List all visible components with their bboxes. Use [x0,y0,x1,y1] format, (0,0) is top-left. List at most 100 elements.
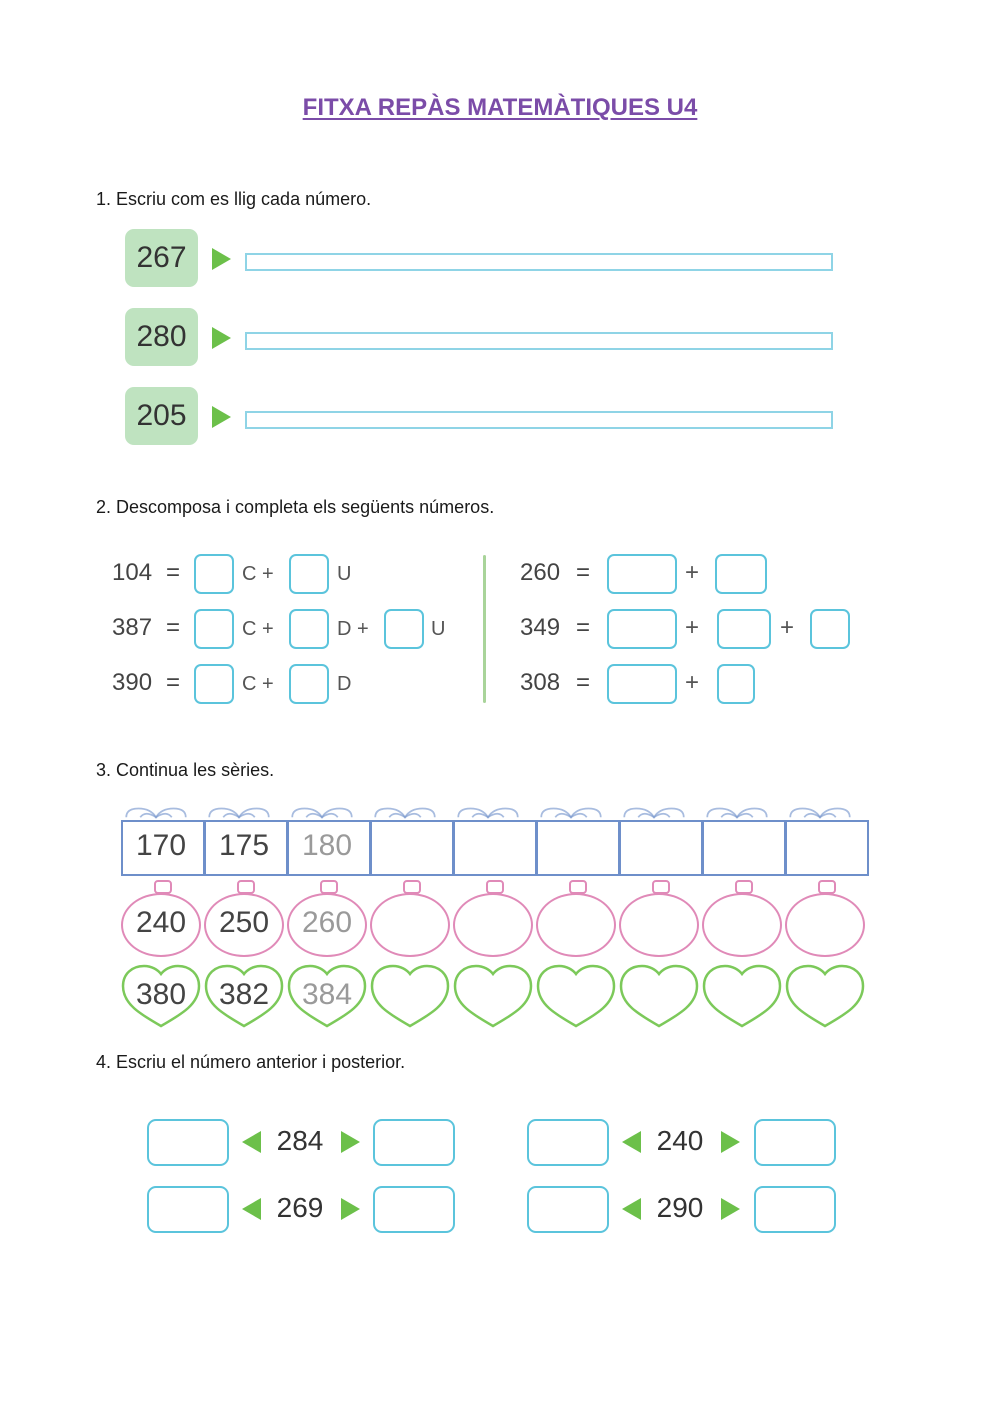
previous-number-box[interactable] [527,1119,609,1166]
exercise-2-instruction: 2. Descomposa i completa els següents nú… [96,497,495,517]
ornament-cap-icon [486,880,504,894]
decompose-number: 390 [112,669,153,696]
ornament[interactable] [453,893,533,957]
next-number-box[interactable] [754,1119,836,1166]
gift-box[interactable] [453,820,537,876]
gift-bow-icon [374,807,436,819]
gift-box[interactable] [785,820,869,876]
heart[interactable] [701,962,783,1030]
reference-number: 240 [656,1125,704,1156]
unit-label: U [337,563,352,585]
reference-number: 269 [276,1192,324,1223]
decompose-number: 308 [520,669,561,696]
gift-box [287,820,371,876]
answer-box[interactable] [194,664,234,704]
arrow-left-icon [622,1131,641,1153]
gift-bow-icon [125,807,187,819]
plus-sign: + [780,614,795,641]
decompose-number: 349 [520,614,561,641]
ornament[interactable] [536,893,616,957]
heart-number: 384 [301,978,353,1011]
gift-bow-icon [706,807,768,819]
heart [287,964,367,1028]
arrow-right-icon [212,327,231,349]
heart[interactable] [452,962,534,1030]
gift-bow-icon [291,807,353,819]
heart [204,964,284,1028]
ornament-cap-icon [652,880,670,894]
unit-label: D [337,673,352,695]
ornament-cap-icon [818,880,836,894]
ornament-number: 260 [301,906,353,939]
heart[interactable] [369,962,451,1030]
equals-sign: = [576,559,591,586]
previous-number-box[interactable] [147,1186,229,1233]
answer-box[interactable] [289,664,329,704]
next-number-box[interactable] [373,1119,455,1166]
answer-line[interactable] [245,253,833,271]
gift-box[interactable] [536,820,620,876]
answer-box[interactable] [717,664,755,704]
ornament [287,893,367,957]
gift-number: 175 [218,829,270,862]
answer-line[interactable] [245,332,833,350]
heart[interactable] [618,962,700,1030]
ornament-cap-icon [154,880,172,894]
arrow-right-icon [341,1198,360,1220]
equals-sign: = [576,614,591,641]
heart-number: 380 [135,978,187,1011]
unit-label: U [431,618,446,640]
next-number-box[interactable] [754,1186,836,1233]
plus-sign: + [685,669,700,696]
answer-box[interactable] [810,609,850,649]
unit-label: C + [242,673,274,695]
arrow-right-icon [212,248,231,270]
ornament[interactable] [370,893,450,957]
gift-box[interactable] [619,820,703,876]
heart[interactable] [535,962,617,1030]
heart[interactable] [784,962,866,1030]
ornament-number: 250 [218,906,270,939]
ornament[interactable] [785,893,865,957]
answer-box[interactable] [717,609,771,649]
gift-box[interactable] [370,820,454,876]
ornament-cap-icon [237,880,255,894]
answer-box[interactable] [194,609,234,649]
number-badge: 267 [125,229,198,287]
gift-box[interactable] [702,820,786,876]
reference-number: 284 [276,1125,324,1156]
previous-number-box[interactable] [147,1119,229,1166]
ornament-number: 240 [135,906,187,939]
answer-box[interactable] [194,554,234,594]
answer-box[interactable] [384,609,424,649]
answer-box[interactable] [607,609,677,649]
ornament[interactable] [702,893,782,957]
next-number-box[interactable] [373,1186,455,1233]
answer-box[interactable] [289,554,329,594]
reference-number: 290 [656,1192,704,1223]
heart-number: 382 [218,978,270,1011]
answer-box[interactable] [607,554,677,594]
ornament[interactable] [619,893,699,957]
heart [121,964,201,1028]
unit-label: C + [242,618,274,640]
arrow-right-icon [212,406,231,428]
arrow-right-icon [721,1198,740,1220]
answer-line[interactable] [245,411,833,429]
gift-bow-icon [540,807,602,819]
answer-box[interactable] [607,664,677,704]
decompose-number: 260 [520,559,561,586]
answer-box[interactable] [289,609,329,649]
answer-box[interactable] [715,554,767,594]
equals-sign: = [576,669,591,696]
plus-sign: + [685,559,700,586]
gift-number: 170 [135,829,187,862]
decompose-number: 387 [112,614,153,641]
ornament-cap-icon [320,880,338,894]
ornament-cap-icon [403,880,421,894]
plus-sign: + [685,614,700,641]
gift-bow-icon [789,807,851,819]
previous-number-box[interactable] [527,1186,609,1233]
gift-bow-icon [208,807,270,819]
gift-bow-icon [623,807,685,819]
